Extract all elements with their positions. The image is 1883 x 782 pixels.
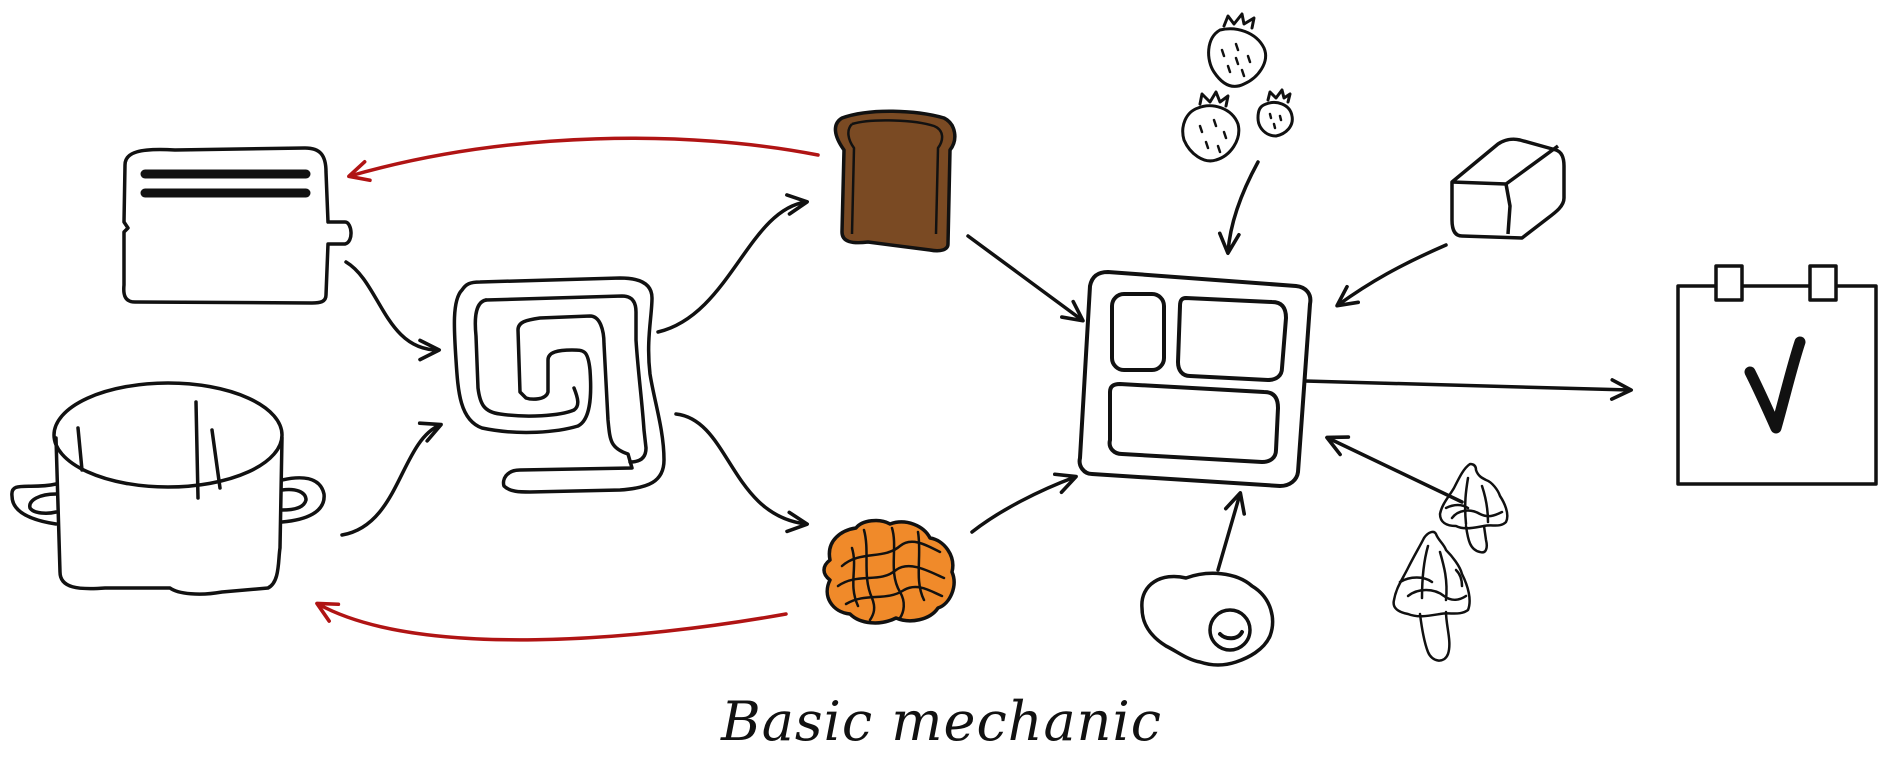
arrow-toaster-to-spiral bbox=[344, 260, 441, 362]
strawberries-icon bbox=[1181, 12, 1294, 163]
arrow-pot-to-spiral bbox=[340, 421, 443, 537]
butter-block-icon bbox=[1450, 137, 1566, 240]
calendar-check-icon bbox=[1676, 264, 1878, 486]
toast-slice-icon bbox=[833, 109, 957, 253]
arrow-spiral-to-noodles bbox=[674, 412, 809, 534]
cooking-pot-icon bbox=[10, 381, 326, 596]
return-arrow-noodles-to-pot bbox=[315, 601, 788, 642]
arrow-egg-to-tray bbox=[1216, 491, 1247, 572]
toaster-icon bbox=[122, 146, 353, 305]
arrow-strawberries-to-tray bbox=[1217, 160, 1260, 255]
noodles-icon bbox=[822, 518, 956, 625]
forward-arrows bbox=[340, 160, 1633, 572]
arrow-butter-to-tray bbox=[1335, 243, 1448, 308]
arrow-spiral-to-toast bbox=[656, 193, 809, 334]
arrow-tray-to-calendar bbox=[1303, 378, 1633, 401]
arrow-toast-to-tray bbox=[966, 234, 1085, 323]
arrow-noodles-to-tray bbox=[970, 472, 1078, 534]
fried-egg-icon bbox=[1140, 571, 1275, 667]
bento-tray-icon bbox=[1077, 270, 1313, 488]
return-arrow-toast-to-toaster bbox=[347, 136, 820, 183]
spiral-maze-icon bbox=[452, 276, 666, 494]
mushrooms-icon bbox=[1392, 462, 1509, 662]
diagram-caption: Basic mechanic bbox=[721, 690, 1162, 753]
arrow-mushrooms-to-tray bbox=[1325, 435, 1464, 504]
